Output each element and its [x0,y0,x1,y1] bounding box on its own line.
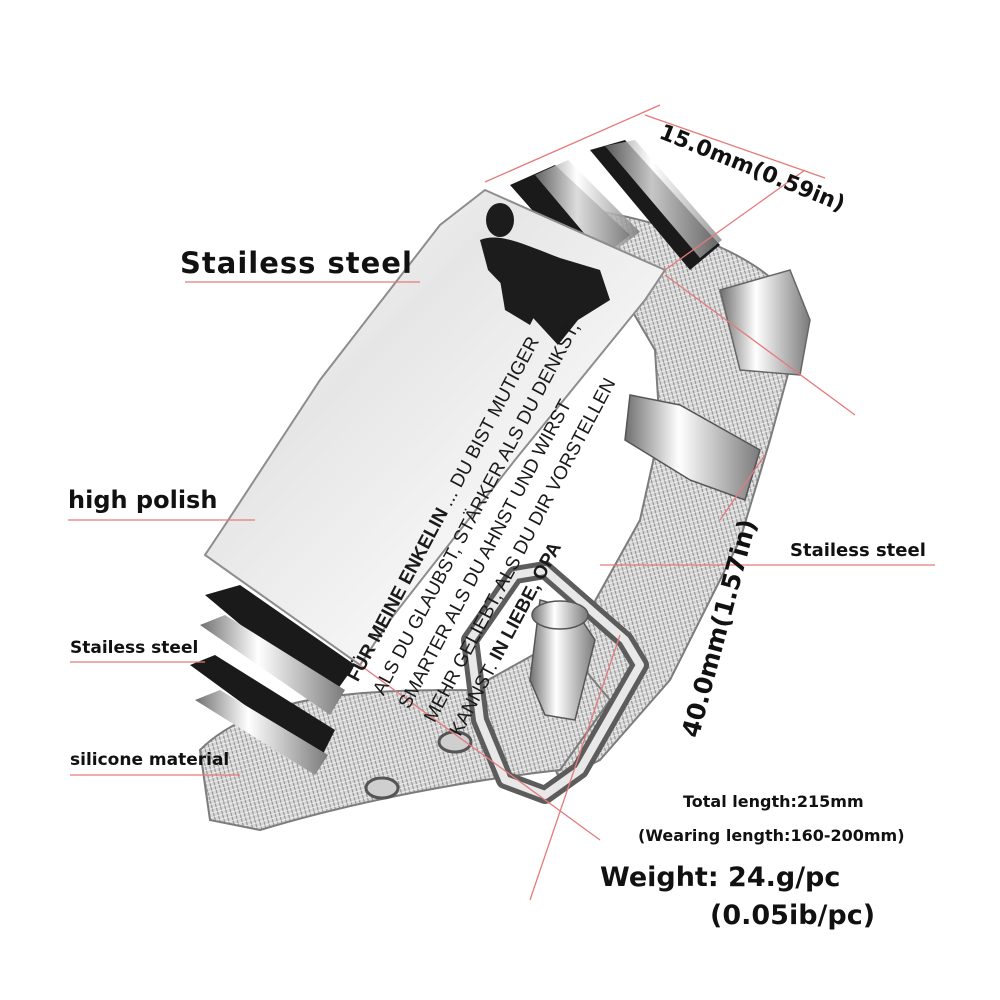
label-stainless-steel-mesh: Stailess steel [790,540,926,561]
spec-wearing-length: (Wearing length:160-200mm) [638,826,905,845]
spec-weight-ib: (0.05ib/pc) [710,900,876,931]
spec-weight: Weight: 24.g/pc [600,862,841,893]
buckle [461,561,649,804]
end-cap-right [719,269,811,376]
label-silicone-material: silicone material [70,750,230,770]
label-stainless-steel-ring: Stailess steel [70,638,199,658]
spec-total-length: Total length:215mm [683,792,864,811]
label-high-polish: high polish [68,486,218,514]
label-stainless-steel-plate: Stailess steel [180,246,413,280]
grandpa-child-silhouette [480,203,610,345]
silicone-rings-bottom [190,585,355,775]
leader-lines [68,104,935,901]
eyelets [364,730,473,800]
slide-clip [624,394,761,501]
silicone-rings-top [510,140,722,270]
